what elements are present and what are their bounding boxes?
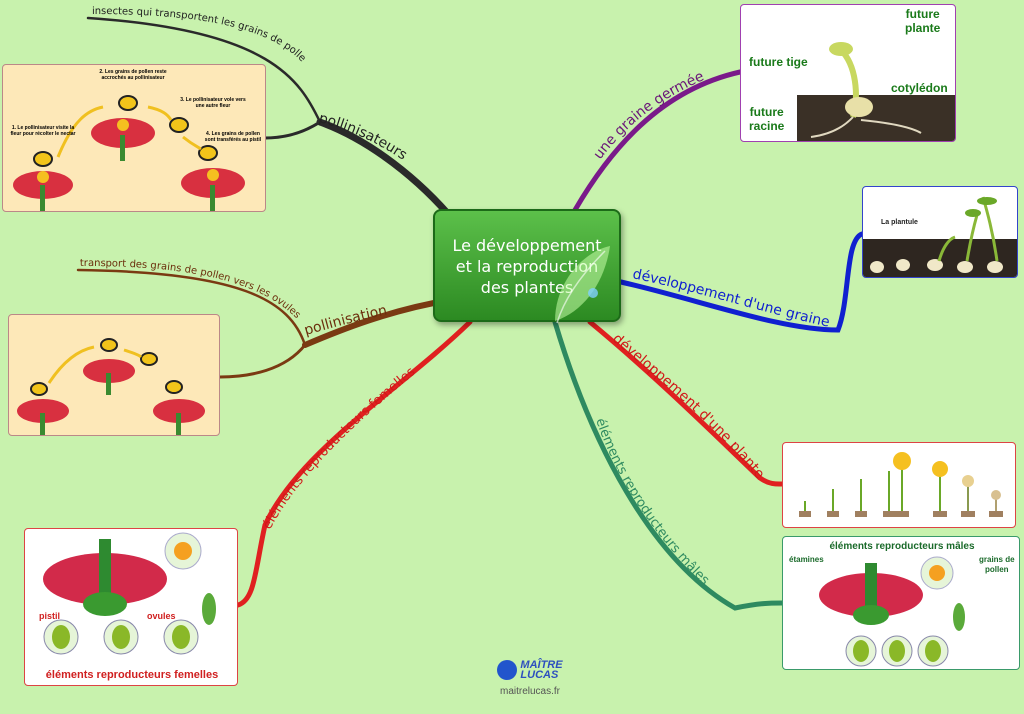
pollen-icon bbox=[929, 565, 945, 581]
card-elements-males: éléments reproducteurs mâles étamines gr… bbox=[782, 536, 1020, 670]
step-3-text: 3. Le pollinisateur vole vers une autre … bbox=[180, 97, 246, 109]
label-femelles: éléments reproducteurs femelles bbox=[260, 364, 418, 532]
flower-icon bbox=[83, 359, 135, 395]
logo-ball-icon bbox=[497, 660, 518, 680]
male-flower-illustration bbox=[819, 556, 965, 667]
bee-icon bbox=[198, 145, 218, 161]
central-topic-line2: et la reproduction bbox=[455, 257, 599, 276]
arrow-icon bbox=[182, 135, 202, 151]
bee-icon bbox=[100, 338, 118, 352]
future-tige-label: future tige bbox=[749, 55, 808, 69]
pistil-label: pistil bbox=[39, 611, 61, 621]
seed-growth-illustration bbox=[863, 196, 1017, 277]
card-developpement-graine: La plantule bbox=[862, 186, 1018, 278]
bee-icon bbox=[33, 151, 53, 167]
step-1-text: 1. Le pollinisateur visite la fleur pour… bbox=[10, 125, 76, 137]
central-topic-line1: Le développement bbox=[452, 236, 602, 255]
card-developpement-plante bbox=[782, 442, 1016, 528]
bee-icon bbox=[140, 352, 158, 366]
central-topic-line3: des plantes bbox=[480, 278, 574, 297]
bee-icon bbox=[118, 95, 138, 111]
sprout-icon bbox=[883, 471, 895, 517]
seed-icon bbox=[927, 259, 943, 271]
label-pollinisateurs-sub: insectes qui transportent les grains de … bbox=[0, 0, 308, 64]
step-4-text: 4. Les grains de pollen sont transférés … bbox=[204, 131, 262, 143]
flower-icon bbox=[181, 168, 245, 211]
branch-femelles bbox=[235, 319, 473, 608]
pollination-transport-illustration bbox=[17, 338, 205, 435]
label-graine-germee: une graine germée bbox=[590, 68, 706, 162]
card-pollinisation bbox=[8, 314, 220, 436]
bee-icon bbox=[30, 382, 48, 396]
label-pollinisation: pollinisation bbox=[302, 302, 388, 338]
cotyledon-icon bbox=[845, 97, 873, 117]
plant-growth-illustration bbox=[799, 452, 1003, 517]
seed-icon bbox=[987, 261, 1003, 273]
step-2-text: 2. Les grains de pollen reste accrochés … bbox=[99, 69, 167, 81]
label-dev-graine: développement d'une graine bbox=[631, 266, 831, 330]
sprout-icon bbox=[855, 479, 867, 517]
pollen-icon bbox=[174, 542, 192, 560]
bee-icon bbox=[165, 380, 183, 394]
card-elements-femelles: pistil ovules éléments reproducteurs fem… bbox=[24, 528, 238, 686]
flower-icon bbox=[43, 539, 167, 616]
ovules-label: ovules bbox=[147, 611, 176, 621]
arrow-icon bbox=[123, 348, 143, 359]
seed-icon bbox=[870, 261, 884, 273]
femelles-caption: éléments reproducteurs femelles bbox=[45, 669, 219, 681]
germinated-seed-illustration bbox=[797, 42, 955, 141]
branch-dev-graine bbox=[618, 231, 865, 333]
flower-icon bbox=[153, 399, 205, 435]
flower-icon bbox=[13, 171, 73, 211]
branch-pollinisation bbox=[76, 268, 453, 379]
pollination-steps-illustration bbox=[13, 95, 245, 211]
branch-pollinisateurs bbox=[86, 16, 459, 226]
arrow-icon bbox=[56, 105, 104, 158]
cotyledon-label: cotylédon bbox=[891, 81, 948, 95]
arrow-icon bbox=[147, 105, 173, 121]
sunflower-icon bbox=[932, 461, 948, 517]
pistil-icon bbox=[202, 593, 216, 625]
label-pollinisateurs: pollinisateurs bbox=[317, 110, 410, 163]
site-url[interactable]: maitrelucas.fr bbox=[499, 686, 560, 697]
central-topic: Le développement et la reproduction des … bbox=[433, 209, 621, 324]
label-dev-plante: développement d'une plante bbox=[609, 331, 767, 482]
label-pollinisation-sub: transport des grains de pollen vers les … bbox=[80, 258, 303, 321]
soil-icon bbox=[797, 95, 955, 141]
flower-icon bbox=[819, 563, 923, 625]
bee-icon bbox=[169, 117, 189, 133]
pistil-icon bbox=[953, 603, 965, 631]
card-pollinisateurs: 1. Le pollinisateur visite la fleur pour… bbox=[2, 64, 266, 212]
plantule-label: La plantule bbox=[881, 219, 918, 226]
branch-graine-germee bbox=[572, 69, 743, 213]
sprout-icon bbox=[799, 501, 811, 517]
sunflower-icon bbox=[989, 490, 1003, 517]
root-icon bbox=[810, 116, 854, 138]
flower-icon bbox=[17, 399, 69, 435]
arrow-icon bbox=[47, 345, 95, 384]
males-title: éléments reproducteurs mâles bbox=[829, 541, 975, 552]
seed-icon bbox=[896, 259, 910, 271]
sunflower-icon bbox=[961, 475, 975, 517]
female-flower-illustration bbox=[43, 532, 216, 655]
branch-males bbox=[552, 319, 785, 611]
etamines-label: étamines bbox=[789, 555, 824, 564]
branch-dev-plante bbox=[587, 319, 785, 487]
flower-icon bbox=[91, 118, 155, 161]
seed-icon bbox=[957, 261, 973, 273]
sprout-icon bbox=[827, 489, 839, 517]
sunflower-icon bbox=[893, 452, 911, 517]
label-males: éléments reproducteurs mâles bbox=[592, 416, 712, 588]
leaf-icon bbox=[555, 246, 610, 324]
